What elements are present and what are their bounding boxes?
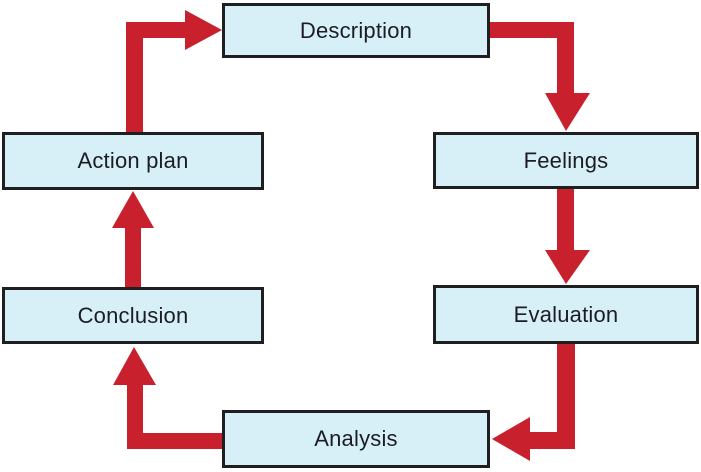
arrow-conclusion-to-action-plan	[112, 191, 154, 288]
arrow-description-to-feelings	[490, 22, 590, 131]
node-action-plan-label: Action plan	[77, 148, 189, 173]
node-conclusion: Conclusion	[2, 287, 264, 344]
arrow-evaluation-to-analysis	[492, 344, 575, 461]
node-evaluation: Evaluation	[433, 285, 699, 344]
node-feelings-label: Feelings	[523, 147, 609, 173]
node-conclusion-label: Conclusion	[77, 302, 189, 328]
node-description-label: Description	[299, 17, 413, 43]
node-feelings: Feelings	[433, 132, 699, 189]
node-analysis-label: Analysis	[314, 426, 398, 451]
node-evaluation-label: Evaluation	[513, 301, 619, 327]
arrow-action-plan-to-description	[126, 10, 222, 133]
node-action-plan: Action plan	[2, 132, 264, 190]
arrow-feelings-to-evaluation	[545, 188, 590, 284]
arrow-analysis-to-conclusion	[113, 347, 222, 449]
node-analysis: Analysis	[222, 410, 490, 468]
node-description: Description	[222, 3, 490, 58]
